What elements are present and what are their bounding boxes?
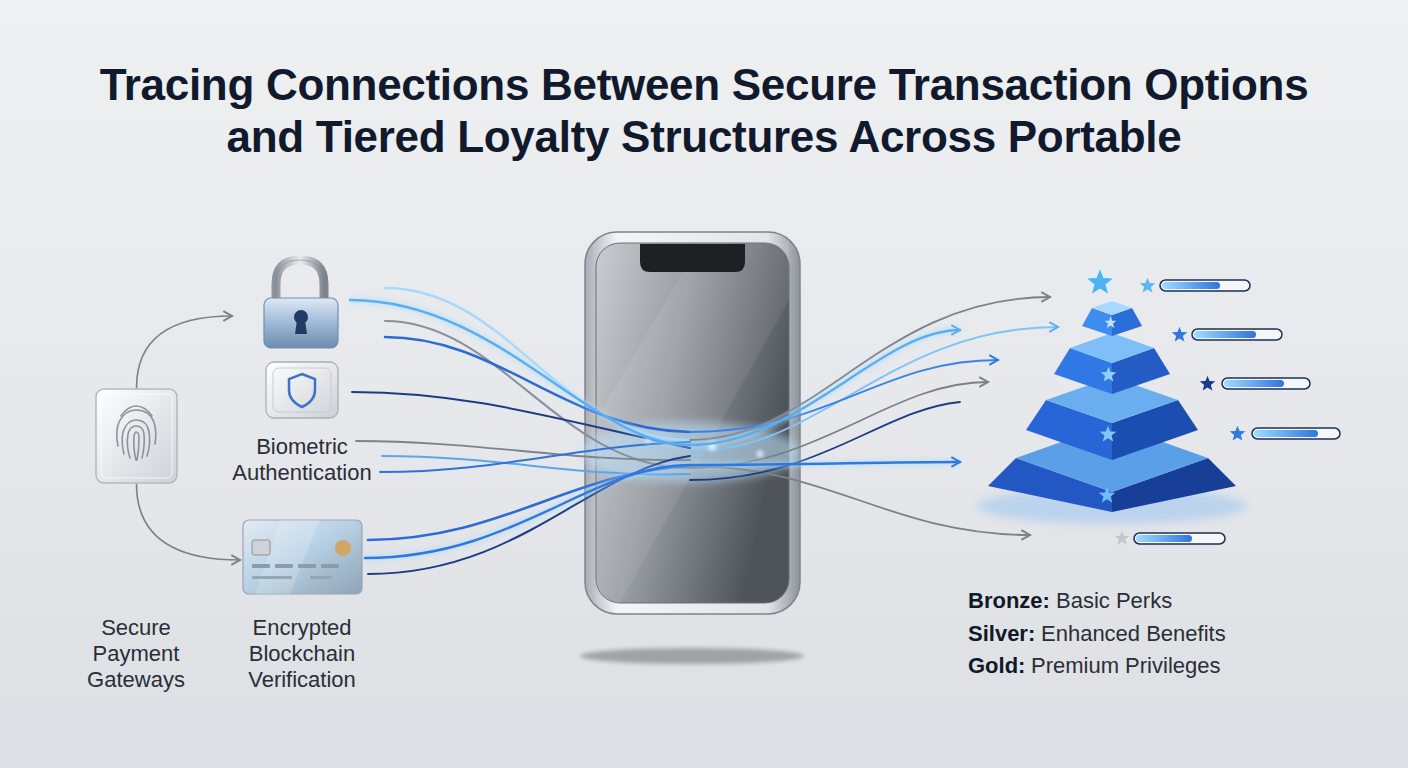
lock-body [264, 298, 338, 348]
progress-bar [1134, 533, 1225, 544]
shield-tile [266, 362, 338, 418]
credit-card [240, 518, 365, 598]
flow-arrow [690, 327, 1058, 452]
card-digits [252, 564, 270, 568]
tier-star [1172, 327, 1188, 342]
shield-symbol [289, 374, 315, 407]
tier-benefit: Basic Perks [1056, 588, 1172, 614]
fingerprint-symbol [117, 406, 156, 460]
gateway-tile: Secure Payment Gateways [95, 388, 178, 484]
spark [645, 437, 651, 443]
pyramid-node: Bronze:Basic PerksSilver:Enhanced Benefi… [960, 262, 1250, 518]
flow-line [385, 337, 690, 432]
flow-line [368, 456, 690, 574]
tier-star [1100, 426, 1117, 442]
flow-line [368, 466, 690, 540]
card-digits [298, 564, 316, 568]
node-label: Biometric Authentication [217, 434, 387, 486]
tier-star [1200, 376, 1216, 391]
tier-name: Bronze: [968, 588, 1050, 614]
diagram-title: Tracing Connections Between Secure Trans… [64, 59, 1344, 163]
flow-line [352, 392, 690, 448]
biometric-group: Biometric Authentication [232, 250, 350, 422]
tier-star [1230, 426, 1246, 441]
progress-fill [1224, 380, 1284, 387]
fingerprint-ridge [134, 432, 139, 460]
card-node: Encrypted Blockchain Verification [240, 518, 365, 598]
flow-line [690, 402, 960, 480]
tier-star [1140, 278, 1156, 293]
phone-shadow [580, 648, 804, 664]
connector-glow [350, 300, 960, 445]
tier-top [1070, 333, 1154, 363]
progress-bar [1160, 280, 1250, 291]
progress-bar [1222, 378, 1310, 389]
flow-connector [350, 300, 960, 445]
connector-glow [365, 462, 960, 558]
progress-bar [1192, 329, 1282, 340]
card-name [252, 576, 292, 579]
flow-line [385, 288, 690, 440]
tier-top [1092, 301, 1132, 315]
flow-lines [352, 288, 1058, 574]
fingerprint-ridge [127, 426, 144, 458]
tile-inner [273, 368, 331, 412]
loyalty-pyramid [960, 262, 1250, 518]
flow-arrow [690, 297, 1050, 440]
flow-arrow [690, 382, 988, 468]
tier-name: Silver: [968, 621, 1035, 647]
card-digits [275, 564, 293, 568]
top-star [1085, 267, 1114, 295]
flow-arrow [690, 360, 998, 432]
tier-star [1105, 317, 1117, 328]
keyhole [295, 320, 307, 334]
progress-bar [1252, 428, 1340, 439]
tier-star [1115, 531, 1130, 545]
spark [708, 442, 716, 450]
progress-fill [1194, 331, 1256, 338]
flow-connector [137, 484, 241, 560]
tier-star [1099, 487, 1116, 503]
card-logo [335, 540, 351, 556]
shackle-edge [276, 260, 324, 302]
card-date [310, 576, 332, 579]
card-body [243, 520, 362, 594]
card-gloss [255, 520, 320, 594]
progress-fill [1162, 282, 1220, 289]
node-label: Secure Payment Gateways [81, 615, 191, 693]
progress-fill [1136, 535, 1192, 542]
flow-connector [137, 316, 233, 388]
tile-inner [101, 394, 172, 478]
tile-frame [96, 389, 177, 483]
flow-connector [365, 462, 960, 558]
progress-fill [1254, 430, 1318, 437]
flow-line [385, 321, 690, 468]
tier-benefit: Premium Privileges [1031, 653, 1221, 679]
node-label: Encrypted Blockchain Verification [237, 615, 367, 693]
lock-and-shield [232, 250, 350, 422]
flow-line [380, 442, 690, 472]
lock-shackle [276, 260, 324, 302]
fingerprint-tile [95, 388, 178, 484]
spark [757, 451, 763, 457]
tier-benefit: Enhanced Benefits [1041, 621, 1226, 647]
tier-name: Gold: [968, 653, 1025, 679]
phone-notch [640, 244, 745, 272]
card-chip [252, 540, 270, 555]
fingerprint-ridge [121, 406, 152, 416]
tier-star [1101, 367, 1117, 382]
card-digits [321, 564, 339, 568]
